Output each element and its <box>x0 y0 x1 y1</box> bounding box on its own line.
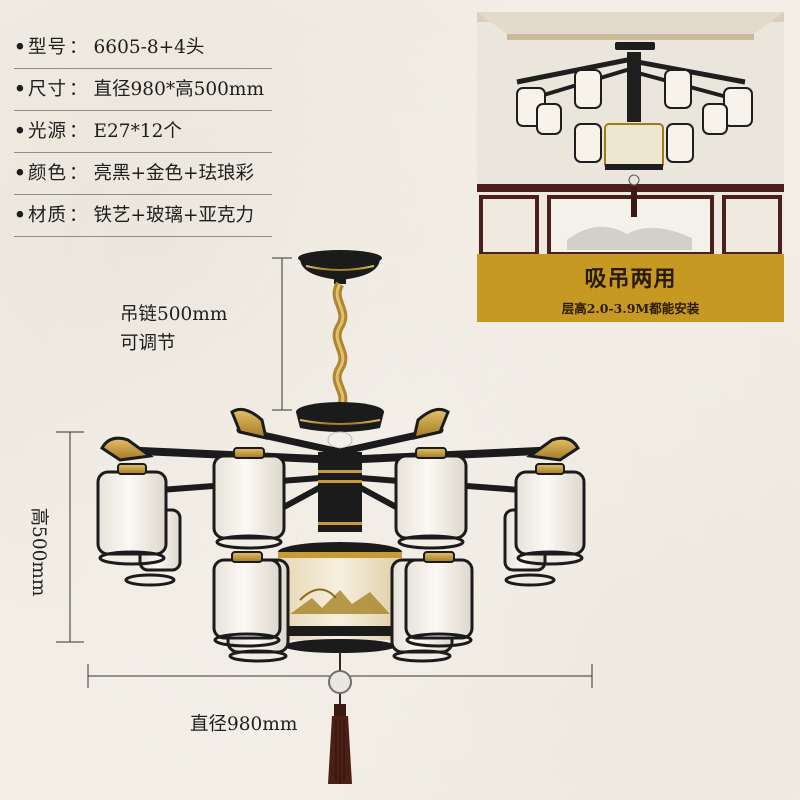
lamp-shades <box>96 447 586 663</box>
spec-label: 颜色 <box>28 163 68 184</box>
chain <box>332 281 348 411</box>
ceiling-canopy <box>298 250 382 284</box>
chain-length-label: 吊链500mm 可调节 <box>120 300 227 358</box>
spec-color: •颜色：亮黑+金色+珐琅彩 <box>14 162 272 195</box>
diameter-label: 直径980mm <box>190 714 298 735</box>
tassel-pendant <box>328 652 352 784</box>
spec-bullet: • <box>14 163 26 184</box>
photo-caption: 吸吊两用 层高2.0-3.9M都能安装 <box>477 254 784 322</box>
chain-dimension-line <box>272 257 292 411</box>
chain-length-text: 吊链500mm <box>120 304 228 325</box>
spec-value: 铁艺+玻璃+亚克力 <box>93 205 255 226</box>
room-illustration <box>477 12 784 256</box>
spec-bullet: • <box>14 121 26 142</box>
spec-label: 型号 <box>28 37 68 58</box>
spec-label: 尺寸 <box>28 79 68 100</box>
divider <box>14 110 272 111</box>
center-drum <box>278 542 402 653</box>
spec-bullet: • <box>14 37 26 58</box>
spec-material: •材质：铁艺+玻璃+亚克力 <box>14 204 272 237</box>
spec-bullet: • <box>14 205 26 226</box>
height-dimension-line <box>56 431 84 643</box>
divider <box>14 194 272 195</box>
spec-label: 材质 <box>28 205 68 226</box>
divider <box>14 68 272 69</box>
spec-value: 6605-8+4头 <box>93 37 205 58</box>
spec-value: E27*12个 <box>93 121 182 142</box>
spec-model: •型号：6605-8+4头 <box>14 36 272 69</box>
height-label: 高500mm <box>28 507 49 597</box>
spec-size: •尺寸：直径980*高500mm <box>14 78 272 111</box>
spec-value: 亮黑+金色+珐琅彩 <box>93 163 255 184</box>
room-photo: 吸吊两用 层高2.0-3.9M都能安装 <box>477 12 784 322</box>
caption-subtitle: 层高2.0-3.9M都能安装 <box>561 301 700 316</box>
scroll-ornaments <box>100 407 580 462</box>
top-hub <box>296 402 384 449</box>
spec-bullet: • <box>14 79 26 100</box>
spec-value: 直径980*高500mm <box>93 79 264 100</box>
chain-adjustable-text: 可调节 <box>120 333 176 354</box>
spec-light-source: •光源：E27*12个 <box>14 120 272 153</box>
divider <box>14 152 272 153</box>
divider <box>14 236 272 237</box>
spec-label: 光源 <box>28 121 68 142</box>
caption-title: 吸吊两用 <box>584 266 677 292</box>
center-column <box>318 452 362 532</box>
